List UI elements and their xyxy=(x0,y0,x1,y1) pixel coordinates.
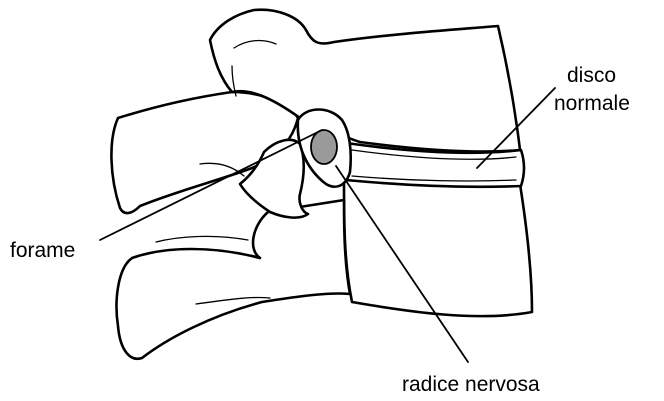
nerve-root-icon xyxy=(311,130,337,164)
label-disc-line2: normale xyxy=(554,92,630,115)
lower-posterior-elements xyxy=(117,200,350,359)
label-disc-line1: disco xyxy=(567,64,616,87)
label-nerve-root: radice nervosa xyxy=(402,373,540,396)
lower-lamina-contour xyxy=(156,236,248,242)
lower-vertebral-body xyxy=(344,180,532,316)
label-foramen: forame xyxy=(10,239,75,262)
